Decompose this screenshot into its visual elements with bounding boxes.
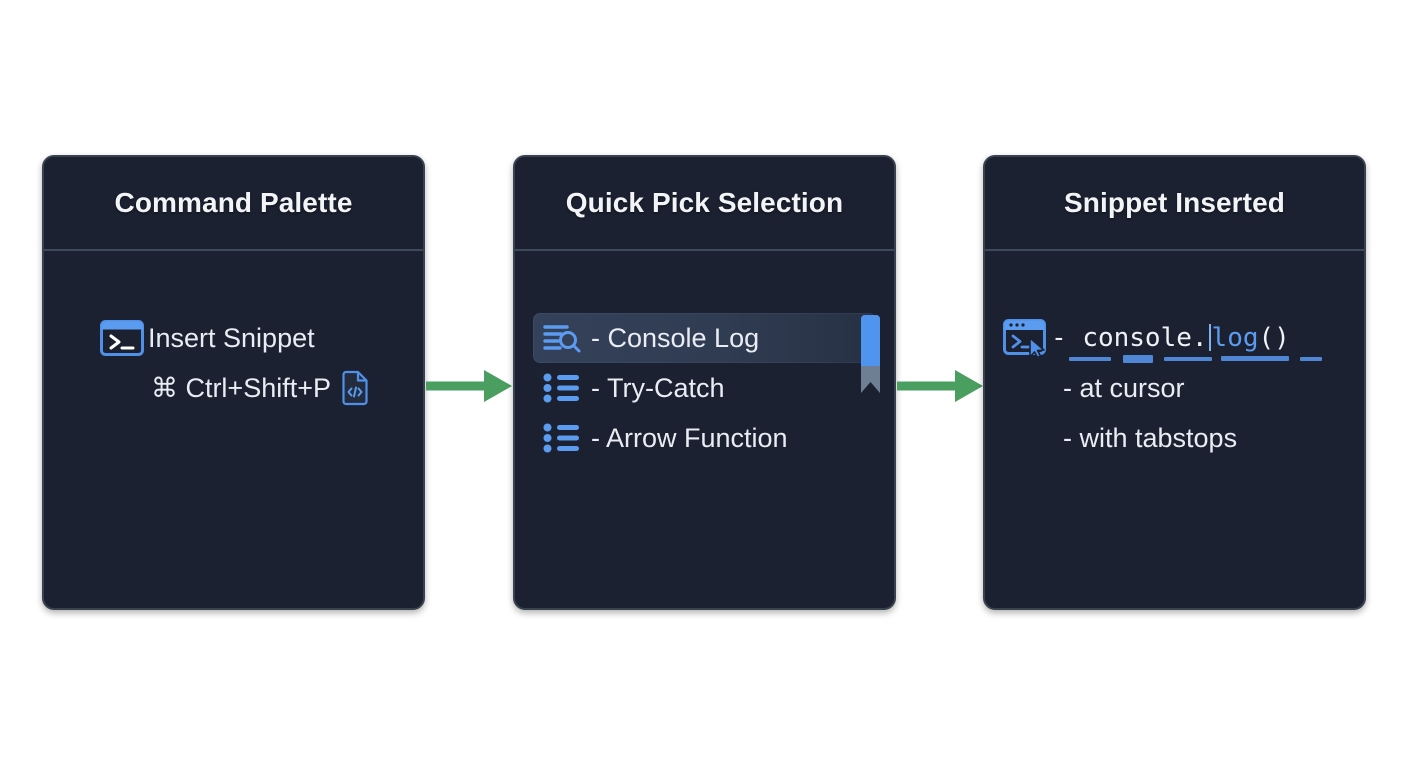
snippet-suffix: () [1258,323,1290,353]
panel-header: Snippet Inserted [985,157,1364,251]
list-item-label: Insert Snippet [148,322,315,353]
terminal-icon [100,320,148,356]
page-title: Quick Pick Selection [565,187,844,218]
quick-pick-item-try-catch[interactable]: - Try-Catch [533,363,876,413]
panel-body: Insert Snippet ⌘ Ctrl+Shift+P [44,251,423,608]
panel-header: Quick Pick Selection [515,157,894,251]
quick-pick-item-label: - Console Log [591,322,760,353]
quick-pick-item-label: - Arrow Function [591,422,788,453]
page-title: Command Palette [114,187,353,218]
panel-quick-pick-selection: Quick Pick Selection - Co [513,155,896,610]
inserted-snippet-row: - console.log() [1003,313,1346,363]
snippet-dash: - [1051,323,1067,353]
list-search-icon [543,322,591,354]
panel-body: - Console Log - Try-Catch [515,251,894,608]
snippet-code: - console.log() [1051,323,1322,363]
detail-label: - with tabstops [1063,422,1238,453]
quick-pick-item-label: - Try-Catch [591,372,725,403]
code-file-icon [341,370,369,406]
text-cursor-icon [1208,324,1211,351]
tabstop-markers [1051,355,1322,367]
panel-body: - console.log() - at cursor - with tabst… [985,251,1364,608]
detail-row-with-tabstops: - with tabstops [1003,413,1346,463]
detail-label: - at cursor [1063,372,1185,403]
panel-command-palette: Command Palette Insert Snippet ⌘ Ctrl+Sh… [42,155,425,610]
bulleted-list-icon [543,423,591,453]
panel-header: Command Palette [44,157,423,251]
terminal-cursor-icon [1003,319,1051,359]
quick-pick-list: - Console Log - Try-Catch [533,313,880,463]
snippet-prefix: console. [1082,323,1208,353]
quick-pick-item-console-log[interactable]: - Console Log [533,313,876,363]
shortcut-row: ⌘ Ctrl+Shift+P [62,363,405,413]
arrow-connector-2 [897,366,985,406]
arrow-connector-1 [426,366,514,406]
detail-row-at-cursor: - at cursor [1003,363,1346,413]
bulleted-list-icon [543,373,591,403]
page-title: Snippet Inserted [1064,187,1285,218]
quick-pick-item-arrow-function[interactable]: - Arrow Function [533,413,876,463]
panel-snippet-inserted: Snippet Inserted - [983,155,1366,610]
bookmark-scroll-marker[interactable] [861,315,880,393]
list-item[interactable]: Insert Snippet [62,313,405,363]
shortcut-label: ⌘ Ctrl+Shift+P [150,372,331,403]
snippet-highlight: log [1211,323,1259,353]
